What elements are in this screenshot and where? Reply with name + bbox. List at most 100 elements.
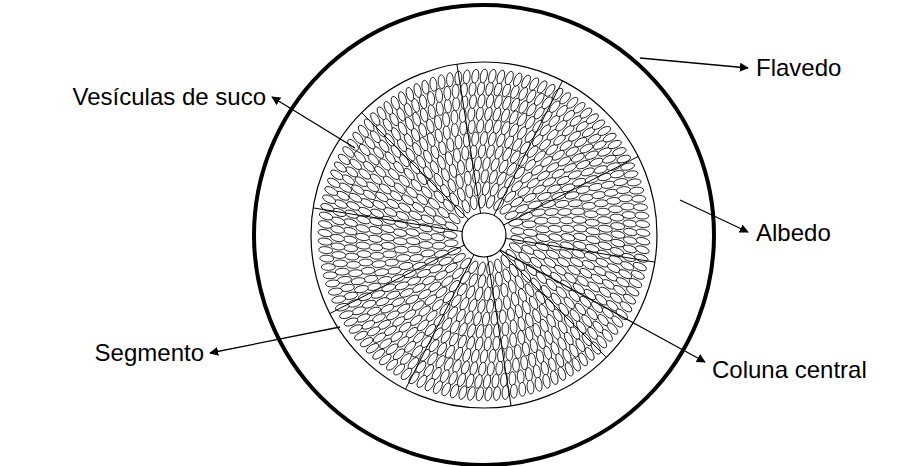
juice-vesicle bbox=[462, 146, 469, 160]
juice-vesicle bbox=[588, 182, 603, 191]
juice-vesicle bbox=[380, 224, 395, 234]
juice-vesicle bbox=[412, 261, 427, 271]
juice-vesicle bbox=[573, 232, 588, 242]
flavedo-outline bbox=[254, 5, 714, 465]
juice-vesicle bbox=[621, 203, 635, 210]
juice-vesicle bbox=[623, 219, 638, 228]
juice-vesicle bbox=[405, 237, 420, 245]
juice-vesicle bbox=[442, 125, 451, 140]
juice-vesicle bbox=[429, 77, 437, 92]
juice-vesicle bbox=[473, 374, 483, 389]
segment-walls bbox=[313, 64, 655, 406]
juice-vesicle bbox=[544, 208, 559, 216]
segment-wall bbox=[406, 255, 475, 390]
juice-vesicle bbox=[483, 336, 492, 351]
juice-vesicle bbox=[484, 386, 493, 401]
juice-vesicle bbox=[474, 156, 482, 171]
juice-vesicle bbox=[573, 224, 588, 233]
juice-vesicle bbox=[486, 299, 494, 314]
segment-wall bbox=[506, 238, 655, 262]
juice-vesicle bbox=[502, 322, 509, 336]
juice-vesicle bbox=[613, 178, 628, 187]
juice-vesicle bbox=[474, 336, 484, 351]
central-column bbox=[462, 213, 506, 257]
part-label: Flavedo bbox=[756, 56, 841, 80]
juice-vesicle bbox=[363, 274, 378, 283]
juice-vesicle bbox=[456, 187, 467, 202]
part-label: Coluna central bbox=[712, 358, 867, 382]
juice-vesicle bbox=[372, 260, 386, 268]
juice-vesicle bbox=[632, 195, 646, 202]
juice-vesicle bbox=[477, 274, 487, 289]
juice-vesicle bbox=[624, 170, 639, 179]
leader-line bbox=[640, 58, 748, 68]
juice-vesicle bbox=[380, 233, 395, 242]
juice-vesicle bbox=[451, 123, 459, 137]
juice-vesicle bbox=[532, 364, 541, 379]
juice-vesicle bbox=[488, 349, 497, 364]
juice-vesicle bbox=[453, 148, 461, 163]
juice-vesicle bbox=[331, 295, 346, 305]
juice-vesicle bbox=[619, 195, 633, 202]
juice-vesicle bbox=[549, 370, 559, 385]
juice-vesicle bbox=[436, 101, 445, 116]
juice-vesicle bbox=[541, 199, 556, 209]
juice-vesicle bbox=[346, 261, 360, 268]
juice-vesicle bbox=[328, 287, 343, 296]
juice-vesicle bbox=[501, 335, 508, 349]
juice-vesicle bbox=[514, 344, 522, 358]
juice-vesicle bbox=[475, 106, 484, 121]
juice-vesicle bbox=[463, 70, 471, 85]
juice-vesicle bbox=[622, 244, 637, 255]
juice-vesicle bbox=[527, 380, 535, 395]
juice-vesicle bbox=[464, 171, 472, 185]
juice-vesicle bbox=[558, 208, 572, 216]
juice-vesicle bbox=[421, 80, 430, 95]
segment-wall bbox=[487, 257, 511, 406]
juice-vesicle bbox=[534, 217, 548, 224]
juice-vesicle bbox=[476, 119, 485, 134]
juice-vesicle bbox=[512, 358, 519, 372]
juice-vesicle bbox=[382, 251, 396, 258]
juice-vesicle bbox=[405, 87, 415, 102]
juice-vesicle bbox=[367, 282, 382, 292]
juice-vesicle bbox=[495, 69, 506, 84]
juice-vesicle bbox=[517, 370, 524, 384]
juice-vesicle bbox=[409, 254, 424, 262]
segment-wall bbox=[504, 157, 638, 226]
juice-vesicle bbox=[555, 199, 570, 208]
juice-vesicle bbox=[384, 259, 399, 267]
part-label: Vesículas de suco bbox=[73, 85, 266, 109]
juice-vesicle bbox=[381, 242, 396, 250]
juice-vesicle bbox=[368, 234, 383, 243]
juice-vesicle bbox=[476, 81, 485, 96]
juice-vesicle bbox=[477, 143, 486, 158]
juice-vesicle bbox=[317, 228, 332, 238]
juice-vesicle bbox=[475, 386, 485, 401]
segment-wall bbox=[494, 81, 563, 216]
juice-vesicle bbox=[318, 246, 333, 254]
juice-vesicle bbox=[320, 255, 334, 263]
juice-vesicle bbox=[465, 335, 476, 350]
juice-vesicle bbox=[535, 225, 550, 233]
juice-vesicle bbox=[444, 86, 451, 100]
juice-vesicle bbox=[432, 242, 446, 249]
juice-vesicles bbox=[317, 68, 650, 401]
juice-vesicle bbox=[435, 88, 443, 103]
juice-vesicle bbox=[318, 211, 333, 222]
juice-vesicle bbox=[343, 235, 358, 244]
juice-vesicle bbox=[492, 119, 503, 134]
juice-vesicle bbox=[417, 232, 432, 241]
juice-vesicle bbox=[539, 155, 554, 169]
juice-vesicle bbox=[517, 316, 526, 331]
juice-vesicle bbox=[468, 119, 476, 134]
juice-vesicle bbox=[477, 361, 487, 376]
juice-vesicle bbox=[509, 195, 524, 208]
juice-vesicle bbox=[562, 295, 576, 310]
juice-vesicle bbox=[635, 212, 650, 220]
juice-vesicle bbox=[393, 237, 408, 246]
pulp-outline bbox=[311, 62, 657, 408]
juice-vesicle bbox=[635, 244, 650, 255]
juice-vesicle bbox=[419, 107, 429, 122]
juice-vesicle bbox=[419, 241, 433, 248]
